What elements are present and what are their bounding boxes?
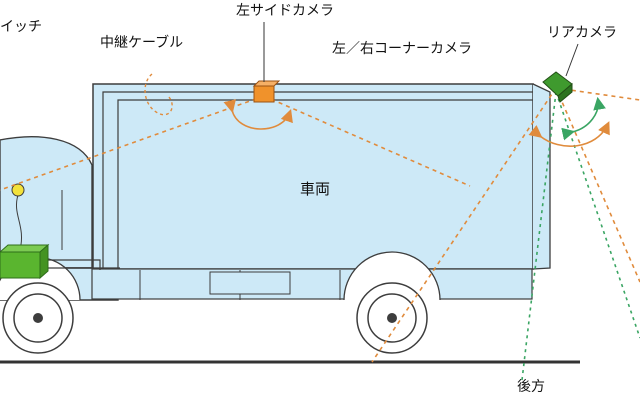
corner-camera-label: 左／右コーナーカメラ <box>332 41 472 57</box>
relay-rotation-icon <box>144 73 173 116</box>
green-camera-icon <box>542 71 573 103</box>
left-camera-sight-lines <box>0 95 471 191</box>
rotation-arrow-icon <box>561 96 606 141</box>
rear-direction-label: 後方 <box>517 379 545 395</box>
orange-camera-icon <box>252 80 281 103</box>
lamp-yellow-icon <box>11 183 25 197</box>
switch-wire <box>16 194 22 251</box>
rear-camera-label: リアカメラ <box>547 25 617 41</box>
relay-cable-label: 中継ケーブル <box>100 35 184 51</box>
left-side-camera-label: 左サイドカメラ <box>236 3 334 19</box>
switch-label: イッチ <box>0 19 42 35</box>
rotation-arrow-icon <box>528 121 610 147</box>
chassis <box>91 268 533 300</box>
green-box-icon <box>0 243 50 280</box>
rotation-arrow-icon <box>223 99 293 130</box>
rear-wheel <box>343 251 441 354</box>
relay-cable-line <box>40 259 120 270</box>
front-wheel <box>0 256 81 354</box>
cargo-body <box>92 83 551 270</box>
rear-camera-leader <box>565 43 579 77</box>
vehicle-label: 車両 <box>300 180 331 198</box>
